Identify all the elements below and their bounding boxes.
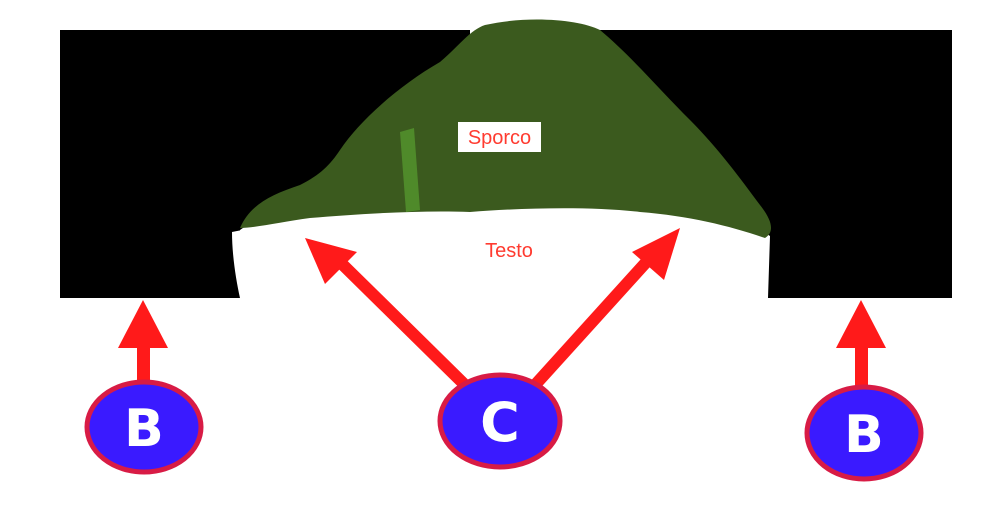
- badge-right-letter: B: [844, 405, 884, 465]
- badge-center: C: [437, 372, 563, 470]
- badge-center-letter: C: [480, 391, 520, 454]
- center-left-arrow: [305, 238, 470, 390]
- badge-right: B: [804, 384, 924, 482]
- badge-left: B: [84, 379, 204, 475]
- dirt-label: Sporco: [468, 127, 531, 149]
- dirt-label-background: [458, 122, 541, 152]
- badge-left-letter: B: [124, 399, 164, 459]
- right-arrow: [836, 300, 886, 386]
- left-arrow: [118, 300, 168, 386]
- text-label: Testo: [485, 240, 533, 262]
- dirt-highlight: [400, 128, 420, 212]
- center-right-arrow: [530, 228, 680, 390]
- left-black-block: [60, 30, 470, 298]
- right-black-block: [590, 30, 952, 298]
